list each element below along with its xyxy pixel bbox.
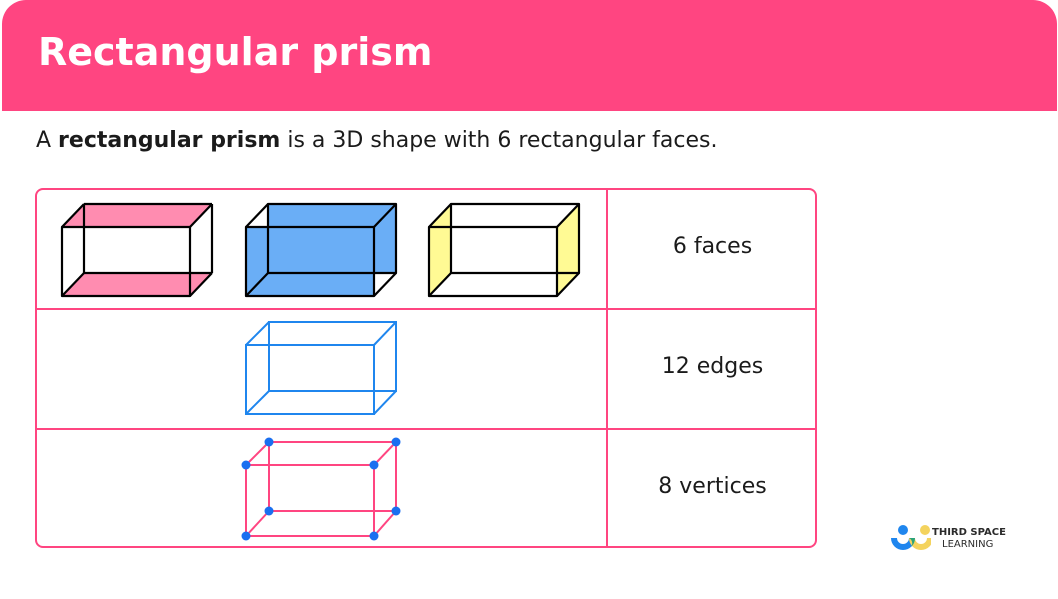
prism-side-faces: [427, 202, 581, 298]
row-divider: [37, 428, 815, 430]
vertex-dots: [241, 437, 401, 541]
prism-edges-wireframe: [245, 321, 397, 415]
prism-vertices-wireframe: [241, 437, 401, 541]
logo-line1: THIRD SPACE: [932, 527, 1006, 538]
faces-label: 6 faces: [672, 234, 753, 259]
third-space-learning-logo: THIRD SPACE LEARNING: [889, 524, 1029, 556]
logo-mark-icon: [891, 525, 933, 550]
prism-front-back-faces: [244, 202, 398, 298]
logo-line2: LEARNING: [942, 539, 994, 550]
key-term: rectangular prism: [58, 128, 281, 153]
vertices-label: 8 vertices: [658, 474, 767, 499]
column-divider: [606, 190, 608, 546]
prism-top-bottom-faces: [60, 202, 214, 298]
row-divider: [37, 308, 815, 310]
intro-text: A rectangular prism is a 3D shape with 6…: [36, 128, 718, 153]
header-banner: Rectangular prism: [2, 0, 1057, 111]
page-title: Rectangular prism: [38, 30, 433, 74]
properties-table: 6 faces 12 edges 8 vertices: [35, 188, 817, 548]
prism-figures: [60, 202, 581, 541]
edges-label: 12 edges: [661, 354, 764, 379]
